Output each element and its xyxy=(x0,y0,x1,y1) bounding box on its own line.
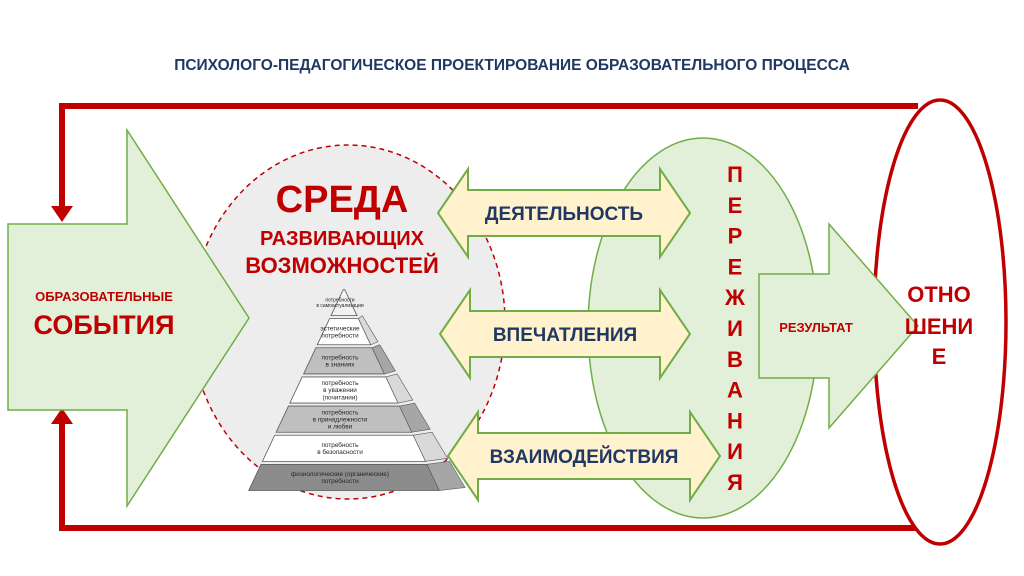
pyramid-level-label: потребность xyxy=(321,408,359,416)
experiences-letter: Е xyxy=(728,193,743,218)
experiences-letter: А xyxy=(727,378,743,403)
result-label: РЕЗУЛЬТАТ xyxy=(779,320,853,335)
pyramid-level-label: потребности xyxy=(321,331,359,339)
pyramid-level-label: физиологические (органические) xyxy=(291,471,389,478)
pyramid-side-face xyxy=(412,431,449,462)
pyramid-side-face xyxy=(358,315,379,346)
experiences-letter: Ж xyxy=(724,285,745,310)
educational-events-line1: ОБРАЗОВАТЕЛЬНЫЕ xyxy=(35,289,173,304)
environment-line2: РАЗВИВАЮЩИХ xyxy=(260,228,425,250)
experiences-letter: Е xyxy=(728,254,743,279)
pyramid-side-face xyxy=(426,461,466,491)
pyramid-level-label: потребность xyxy=(321,354,359,362)
pyramid-level-label: и любви xyxy=(328,422,353,430)
educational-events-arrow xyxy=(7,127,250,509)
double-arrow xyxy=(436,165,692,261)
pyramid-level-label: потребность xyxy=(321,441,359,449)
pyramid-level-label: в знаниях xyxy=(326,362,356,369)
pyramid-level-label: (почитании) xyxy=(322,394,357,401)
double-arrow-label: ВПЕЧАТЛЕНИЯ xyxy=(493,325,637,346)
experiences-letter: Я xyxy=(727,470,743,495)
feedback-arrowhead-bottom xyxy=(51,408,73,424)
pyramid-level-label: потребности xyxy=(325,298,354,304)
experiences-letter: В xyxy=(727,347,743,372)
feedback-arrowhead-top xyxy=(51,206,73,222)
pyramid-level-label: в безопасности xyxy=(317,448,363,456)
experiences-letter: И xyxy=(727,316,743,341)
pyramid-level-label: в самоактуализации xyxy=(316,303,364,309)
educational-events-line2: СОБЫТИЯ xyxy=(34,310,175,340)
diagram-title: ПСИХОЛОГО-ПЕДАГОГИЧЕСКОЕ ПРОЕКТИРОВАНИЕ … xyxy=(174,57,850,74)
double-arrow-label: ВЗАИМОДЕЙСТВИЯ xyxy=(490,446,679,468)
feedback-loop xyxy=(59,103,918,531)
environment-line1: СРЕДА xyxy=(276,179,409,221)
feedback-line-bottom xyxy=(59,422,918,531)
pyramid-level-label: потребность xyxy=(321,379,359,387)
attitude-line2: ШЕНИ xyxy=(905,314,973,339)
attitude-line1: ОТНО xyxy=(907,282,971,307)
experiences-letter: Н xyxy=(727,408,743,433)
pyramid-side-face xyxy=(385,373,414,404)
pyramid-side-face xyxy=(399,402,431,433)
double-arrow-label: ДЕЯТЕЛЬНОСТЬ xyxy=(485,204,643,225)
experiences-letter: И xyxy=(727,439,743,464)
feedback-line-top xyxy=(59,103,918,208)
double-arrow xyxy=(446,408,722,504)
pyramid-level-label: в уважении xyxy=(323,387,357,394)
pyramid-level xyxy=(330,289,358,317)
pyramid-level-label: эстетические xyxy=(320,325,360,332)
experiences-letter: Р xyxy=(728,224,743,249)
attitude-line3: Е xyxy=(932,344,947,369)
environment-line3: ВОЗМОЖНОСТЕЙ xyxy=(245,253,439,278)
pyramid-level-label: в принадлежности xyxy=(313,416,368,423)
experiences-letter: П xyxy=(727,162,743,187)
double-arrow xyxy=(438,286,692,382)
pyramid-side-face xyxy=(371,344,396,375)
pyramid-level-label: потребности xyxy=(321,477,359,485)
result-arrow xyxy=(758,221,919,431)
double-arrows: ДЕЯТЕЛЬНОСТЬ ВПЕЧАТЛЕНИЯ ВЗАИМОДЕЙСТВИЯ xyxy=(436,165,722,504)
